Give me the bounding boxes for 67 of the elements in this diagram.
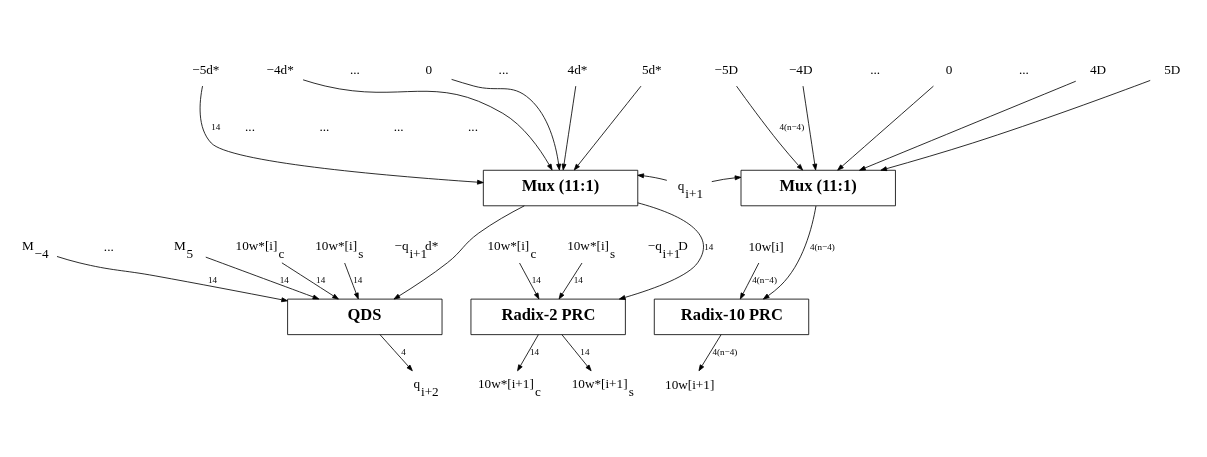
label: ...: [245, 119, 255, 135]
edge-label: 4(n−4): [752, 275, 777, 286]
arrow: [561, 334, 592, 372]
label: ...: [393, 119, 404, 135]
arrow: [802, 85, 818, 171]
arrow: [281, 262, 339, 300]
arrow: [451, 79, 562, 171]
arrow: [711, 175, 742, 183]
node-box: QDS: [287, 298, 443, 336]
node-text: 5d*: [641, 62, 662, 78]
arrow: [393, 205, 525, 300]
arrow: [344, 262, 359, 300]
node-text: 5D: [1164, 62, 1181, 78]
edge-label: 14: [580, 347, 590, 358]
edge-label: 14: [704, 242, 714, 253]
node-box: Radix-2 PRC: [470, 298, 626, 336]
label: ...: [349, 62, 360, 78]
arrow: [837, 85, 934, 171]
node-text: 4D: [1089, 62, 1107, 78]
edge-label: 4(n−4): [779, 122, 805, 133]
arrow: [637, 173, 668, 181]
node-text: −5d*: [192, 62, 220, 78]
arrow: [739, 262, 760, 300]
node-text: 0: [425, 62, 433, 78]
node-text: 4d*: [567, 62, 588, 78]
arrow: [56, 256, 288, 303]
node-text: −5D: [714, 62, 739, 78]
arrow: [379, 334, 413, 372]
label: ...: [103, 239, 114, 255]
arrow: [618, 202, 704, 300]
edge-label: 4(n−4): [712, 347, 738, 358]
edge-label: 14: [211, 122, 221, 133]
arrow: [199, 85, 484, 185]
node-text: 10w[i]: [748, 239, 784, 255]
arrow: [558, 262, 583, 300]
edge-label: 14: [530, 347, 540, 358]
node-box: Mux (11:1): [740, 169, 896, 207]
arrow: [762, 205, 817, 300]
arrow: [859, 80, 1077, 171]
node-text: −4d*: [266, 62, 294, 78]
arrow: [561, 85, 577, 171]
arrow: [736, 85, 803, 171]
node-box: Radix-10 PRC: [653, 298, 810, 336]
label: ...: [870, 62, 881, 78]
edge-label: 4: [401, 347, 406, 358]
arrow: [205, 256, 320, 300]
arrow: [698, 334, 722, 372]
node-text: 0: [945, 62, 953, 78]
edge-label: 14: [531, 275, 541, 286]
edge-label: 14: [573, 275, 583, 286]
arrow: [517, 334, 539, 372]
edge-label: 4(n−4): [809, 242, 835, 253]
edge-label: 14: [279, 275, 289, 286]
label: ...: [498, 62, 509, 78]
arrow: [519, 262, 540, 300]
label: ...: [319, 119, 330, 135]
arrow: [302, 79, 553, 171]
node-box: Mux (11:1): [482, 169, 639, 207]
label: ...: [1018, 62, 1029, 78]
node-text: −4D: [788, 62, 813, 78]
edge-label: 14: [316, 275, 326, 286]
arrow: [573, 85, 642, 171]
edge-label: 14: [353, 275, 363, 286]
node-text: 10w[i+1]: [665, 376, 715, 392]
edge-label: 14: [207, 275, 217, 286]
label: ...: [468, 119, 478, 135]
arrow: [880, 80, 1151, 172]
